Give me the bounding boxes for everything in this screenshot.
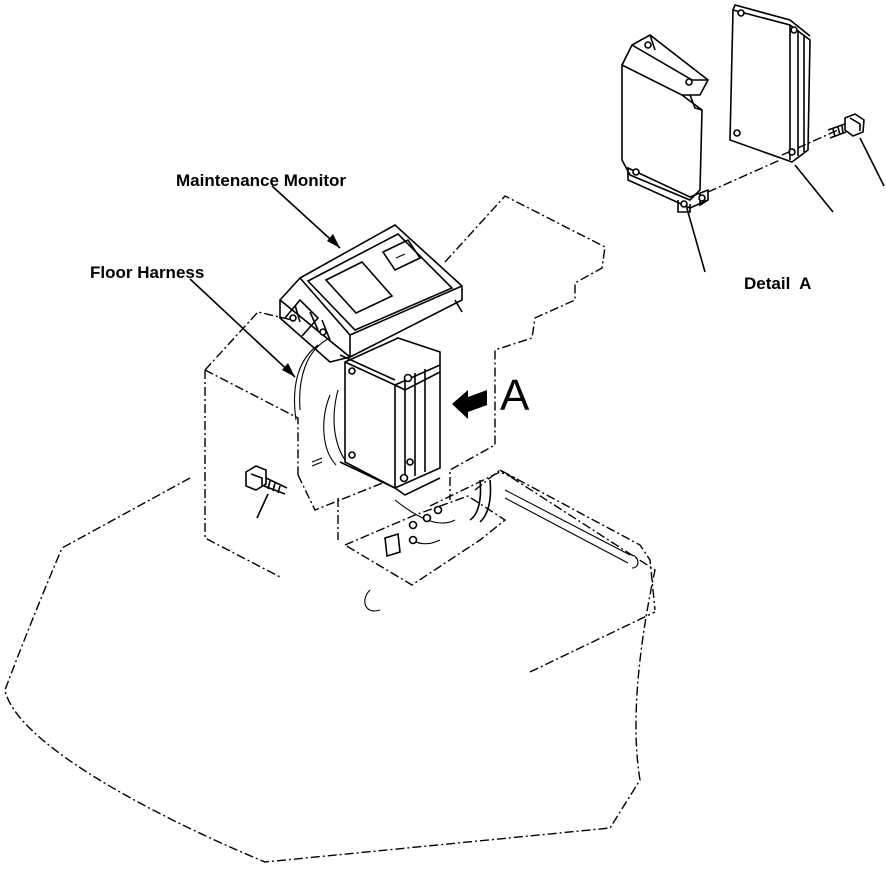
- console-outline: [204, 195, 656, 611]
- maintenance-monitor: [278, 224, 463, 363]
- detail-bolt-line: [781, 129, 839, 156]
- detail-bracket: [621, 34, 710, 213]
- harness-clamps: [311, 457, 443, 558]
- view-marker-label: A: [500, 371, 530, 420]
- view-arrow: [452, 390, 487, 419]
- detail-a-label: Detail A: [744, 274, 811, 293]
- maintenance-monitor-label: Maintenance Monitor: [176, 171, 346, 190]
- harness-wires: [293, 337, 639, 612]
- floor-harness-label: Floor Harness: [90, 263, 204, 282]
- floor-outline: [4, 469, 656, 863]
- detail-link-line: [707, 159, 781, 193]
- controller-box: [339, 337, 441, 496]
- detail-bolt: [827, 113, 865, 139]
- mounting-bolt: [245, 465, 288, 495]
- detail-controller: [729, 4, 811, 163]
- leader-lines: [189, 137, 885, 519]
